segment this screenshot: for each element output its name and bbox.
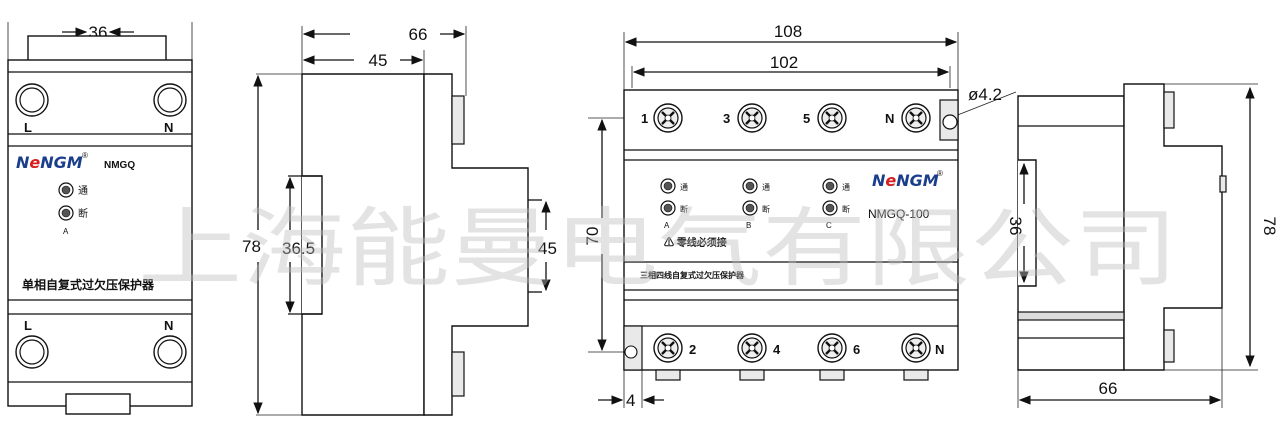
- multi-device-front-view: 108 102 ø4.2 1 3 5 N NeNGM ® NMGQ-100: [583, 22, 1017, 410]
- top-terminal-l: [15, 83, 49, 117]
- multi-led-b-phase: B: [746, 221, 751, 230]
- multi-bottom-terminal-4: [736, 332, 768, 364]
- single-led-off-label: 断: [78, 207, 88, 220]
- dim-66: 66: [409, 25, 428, 44]
- bottom-label-l: L: [24, 318, 32, 333]
- multi-bottom-label-2: 2: [689, 342, 696, 357]
- top-label-l: L: [24, 120, 32, 135]
- multi-led-b-off-label: 断: [762, 204, 770, 214]
- multi-reg-mark: ®: [937, 169, 943, 178]
- dim-102: 102: [770, 53, 798, 72]
- single-brand-logo: NeNGM: [16, 153, 83, 172]
- single-device-side-view: 66 45 78 36.5 45: [242, 25, 557, 416]
- dim-78: 78: [242, 237, 261, 256]
- dim-45-top: 45: [369, 51, 388, 70]
- dim-4: 4: [626, 391, 635, 410]
- multi-led-c-off-label: 断: [842, 204, 850, 214]
- single-led-on-label: 通: [78, 185, 88, 197]
- multi-brand-logo: NeNGM: [872, 171, 939, 190]
- multi-bottom-terminal-6: [816, 332, 848, 364]
- dim-36-5: 36.5: [282, 239, 315, 258]
- single-device-front-view: 36 L N NeNGM ® NMGQ 通 断 A 单相自复式过欠压保护器 L …: [7, 22, 193, 415]
- multi-top-terminal-5: [816, 102, 848, 134]
- dim-hole: ø4.2: [968, 85, 1002, 104]
- multi-model: NMGQ-100: [868, 207, 930, 221]
- multi-led-c-on-label: 通: [842, 182, 850, 192]
- multi-led-a-off-label: 断: [680, 204, 688, 214]
- multi-bottom-label-n: N: [935, 342, 944, 357]
- multi-led-a-on-label: 通: [680, 182, 688, 192]
- single-reg-mark: ®: [82, 151, 88, 160]
- multi-top-terminal-n: [900, 102, 932, 134]
- dim-66-side: 66: [1099, 379, 1118, 398]
- single-phase-label: A: [63, 227, 69, 236]
- top-label-n: N: [164, 120, 173, 135]
- multi-top-terminal-3: [736, 102, 768, 134]
- multi-bottom-label-6: 6: [853, 342, 860, 357]
- multi-top-terminal-1: [652, 102, 684, 134]
- bottom-terminal-l: [15, 335, 49, 369]
- multi-bottom-terminal-n: [900, 332, 932, 364]
- single-product-name: 单相自复式过欠压保护器: [22, 277, 155, 292]
- top-terminal-n: [153, 83, 187, 117]
- dim-36-side: 36: [1006, 217, 1025, 236]
- multi-led-c-on: [822, 178, 838, 194]
- multi-top-label-n: N: [885, 111, 894, 126]
- multi-led-c-phase: C: [826, 221, 832, 230]
- single-model: NMGQ: [104, 160, 135, 171]
- bottom-label-n: N: [164, 318, 173, 333]
- multi-bottom-label-4: 4: [773, 342, 781, 357]
- dim-70: 70: [583, 227, 602, 246]
- multi-top-label-3: 3: [723, 111, 730, 126]
- dim-108: 108: [774, 22, 802, 41]
- multi-led-a-phase: A: [664, 221, 670, 230]
- single-led-off: [58, 205, 74, 221]
- dim-78-side: 78: [1260, 217, 1279, 236]
- multi-led-b-on: [742, 178, 758, 194]
- single-led-on: [58, 182, 74, 198]
- multi-top-label-5: 5: [803, 111, 810, 126]
- multi-product-name: 三相四线自复式过欠压保护器: [640, 270, 745, 280]
- multi-top-label-1: 1: [641, 111, 648, 126]
- dim-45-right: 45: [538, 239, 557, 258]
- multi-led-a-on: [660, 178, 676, 194]
- multi-bottom-terminal-2: [652, 332, 684, 364]
- multi-led-b-on-label: 通: [762, 182, 770, 192]
- bottom-terminal-n: [153, 335, 187, 369]
- multi-warning: ⚠ 零线必须接: [664, 236, 727, 249]
- multi-device-side-view: 36 78 66: [1006, 83, 1279, 408]
- company-watermark: 上海能曼电气有限公司: [138, 199, 1178, 299]
